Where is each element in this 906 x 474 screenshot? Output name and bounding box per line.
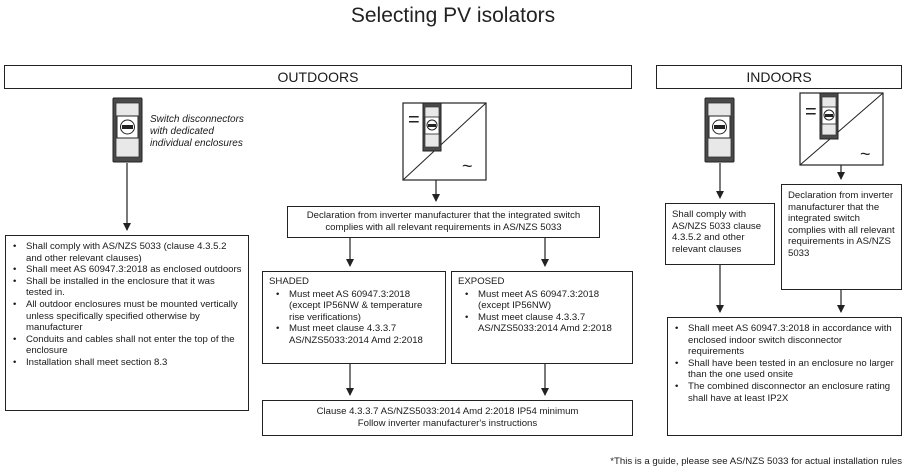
list-item: Conduits and cables shall not enter the … (13, 334, 242, 357)
list-item: Must meet AS 60947.3:2018 (except IP56NW… (276, 289, 439, 324)
list-item: Shall be installed in the enclosure that… (13, 276, 242, 299)
svg-text:~: ~ (462, 156, 473, 176)
indoor-declaration-box: Declaration from inverter manufacturer t… (781, 184, 902, 290)
switch-caption: Switch disconnectors with dedicated indi… (150, 114, 244, 149)
shaded-heading: SHADED (269, 276, 309, 287)
inverter-icon: = ~ (402, 102, 487, 181)
footnote: *This is a guide, please see AS/NZS 5033… (610, 456, 902, 467)
outdoor-switch-requirements-box: Shall comply with AS/NZS 5033 (clause 4.… (5, 235, 249, 411)
list-item: Installation shall meet section 8.3 (13, 357, 242, 369)
outdoor-declaration-box: Declaration from inverter manufacturer t… (287, 206, 600, 238)
outdoors-header: OUTDOORS (4, 65, 632, 89)
outdoor-inverter-switch-requirements-box: Clause 4.3.3.7 AS/NZS5033:2014 Amd 2:201… (262, 400, 633, 436)
indoor-inverter-icon: = ~ (799, 92, 884, 166)
list-item: Must meet AS 60947.3:2018 (except IP56NW… (465, 289, 626, 312)
indoor-requirements-list: Shall meet AS 60947.3:2018 in accordance… (668, 323, 895, 404)
page-title: Selecting PV isolators (350, 4, 556, 27)
list-item: Must meet clause 4.3.3.7 AS/NZS5033:2014… (465, 312, 626, 335)
switch-disconnector-icon (112, 97, 143, 163)
indoors-header: INDOORS (656, 65, 902, 89)
outdoor-switch-requirements-list: Shall comply with AS/NZS 5033 (clause 4.… (6, 241, 242, 369)
exposed-heading: EXPOSED (458, 276, 505, 287)
list-item: All outdoor enclosures must be mounted v… (13, 299, 242, 334)
exposed-box: EXPOSED Must meet AS 60947.3:2018 (excep… (451, 271, 633, 364)
indoor-switch-disconnector-icon (704, 97, 735, 163)
ip54-requirement: Clause 4.3.3.7 AS/NZS5033:2014 Amd 2:201… (316, 406, 579, 417)
shaded-list: Must meet AS 60947.3:2018 (except IP56NW… (269, 289, 439, 347)
list-item: Shall meet AS 60947.3:2018 as enclosed o… (13, 264, 242, 276)
svg-text:=: = (408, 109, 420, 131)
list-item: Shall meet AS 60947.3:2018 in accordance… (675, 323, 895, 358)
shaded-box: SHADED Must meet AS 60947.3:2018 (except… (262, 271, 446, 364)
list-item: Shall have been tested in an enclosure n… (675, 358, 895, 381)
list-item: The combined disconnector an enclosure r… (675, 381, 895, 404)
manufacturer-instructions: Follow inverter manufacturer's instructi… (357, 417, 538, 429)
svg-text:=: = (805, 101, 817, 123)
list-item: Shall comply with AS/NZS 5033 (clause 4.… (13, 241, 242, 264)
indoor-requirements-box: Shall meet AS 60947.3:2018 in accordance… (667, 317, 902, 436)
exposed-list: Must meet AS 60947.3:2018 (except IP56NW… (458, 289, 626, 335)
indoor-comply-box: Shall comply with AS/NZS 5033 clause 4.3… (665, 203, 775, 265)
list-item: Must meet clause 4.3.3.7 AS/NZS5033:2014… (276, 323, 439, 346)
svg-text:~: ~ (860, 144, 871, 164)
